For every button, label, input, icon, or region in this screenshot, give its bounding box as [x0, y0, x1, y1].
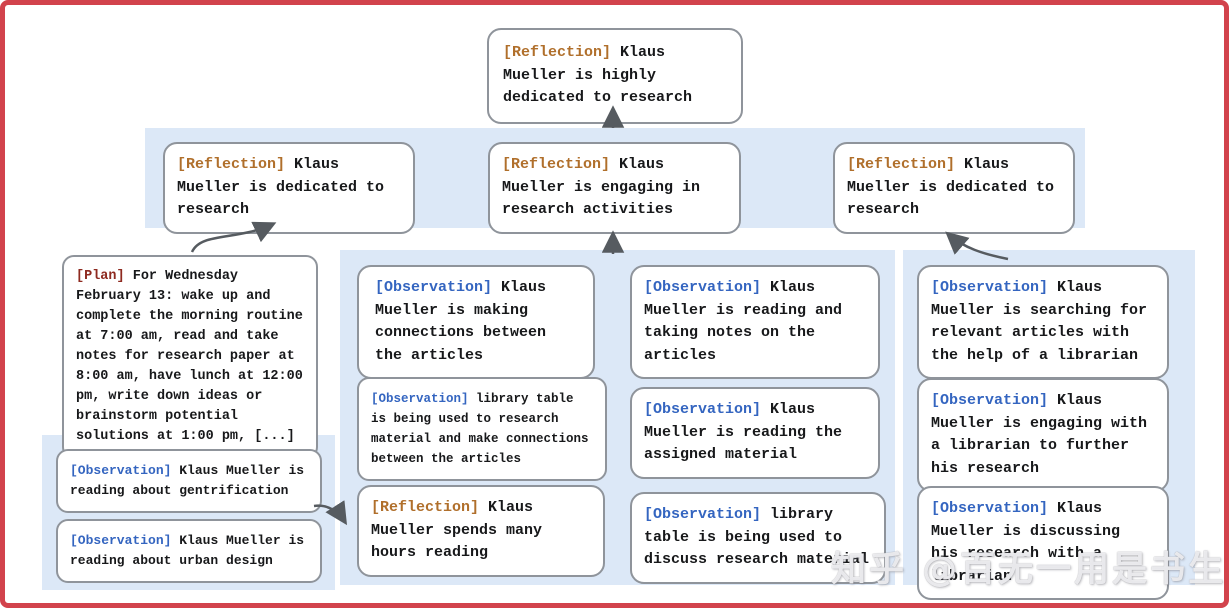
node-type-tag: [Observation]	[644, 506, 762, 523]
memory-node-obs-library-table-research: [Observation] library table is being use…	[357, 377, 607, 481]
memory-node-reflection-left: [Reflection] Klaus Mueller is dedicated …	[163, 142, 415, 234]
memory-node-obs-engaging-librarian: [Observation] Klaus Mueller is engaging …	[917, 378, 1169, 492]
memory-node-reflection-center: [Reflection] Klaus Mueller is engaging i…	[488, 142, 741, 234]
node-text: Klaus Mueller spends many hours reading	[371, 499, 543, 561]
node-type-tag: [Observation]	[931, 500, 1049, 517]
node-text: Klaus Mueller is reading the assigned ma…	[644, 401, 843, 463]
memory-node-obs-gentrification: [Observation] Klaus Mueller is reading a…	[56, 449, 322, 514]
node-type-tag: [Observation]	[70, 533, 172, 548]
node-text: library table is being used to discuss r…	[644, 506, 870, 568]
node-type-tag: [Observation]	[70, 463, 172, 478]
node-text: Klaus Mueller is dedicated to research	[177, 156, 385, 218]
node-type-tag: [Observation]	[375, 279, 493, 296]
node-type-tag: [Reflection]	[502, 156, 611, 173]
memory-node-obs-searching-articles: [Observation] Klaus Mueller is searching…	[917, 265, 1169, 379]
node-text: Klaus Mueller is reading and taking note…	[644, 279, 843, 364]
node-type-tag: [Observation]	[644, 279, 762, 296]
node-type-tag: [Observation]	[371, 392, 469, 406]
node-text: Klaus Mueller is highly dedicated to res…	[503, 44, 693, 106]
node-text: Klaus Mueller is reading about urban des…	[70, 533, 305, 569]
node-type-tag: [Plan]	[76, 269, 125, 284]
node-type-tag: [Observation]	[644, 401, 762, 418]
node-type-tag: [Observation]	[931, 279, 1049, 296]
node-text: Klaus Mueller is making connections betw…	[375, 279, 547, 364]
node-text: library table is being used to research …	[371, 392, 589, 466]
memory-node-obs-urban-design: [Observation] Klaus Mueller is reading a…	[56, 519, 322, 584]
memory-node-root-reflection: [Reflection] Klaus Mueller is highly ded…	[487, 28, 743, 124]
node-text: Klaus Mueller is searching for relevant …	[931, 279, 1148, 364]
node-type-tag: [Reflection]	[847, 156, 956, 173]
node-text: Klaus Mueller is reading about gentrific…	[70, 463, 305, 499]
memory-node-plan: [Plan] For Wednesday February 13: wake u…	[62, 255, 318, 459]
node-type-tag: [Reflection]	[371, 499, 480, 516]
node-type-tag: [Reflection]	[503, 44, 612, 61]
node-text: Klaus Mueller is engaging with a librari…	[931, 392, 1148, 477]
node-type-tag: [Observation]	[931, 392, 1049, 409]
memory-node-obs-taking-notes: [Observation] Klaus Mueller is reading a…	[630, 265, 880, 379]
memory-node-reflection-hours-reading: [Reflection] Klaus Mueller spends many h…	[357, 485, 605, 577]
node-text: Klaus Mueller is dedicated to research	[847, 156, 1055, 218]
memory-node-reflection-right: [Reflection] Klaus Mueller is dedicated …	[833, 142, 1075, 234]
memory-node-obs-connections: [Observation] Klaus Mueller is making co…	[357, 265, 595, 379]
memory-node-obs-assigned-material: [Observation] Klaus Mueller is reading t…	[630, 387, 880, 479]
memory-node-obs-discussing-research: [Observation] Klaus Mueller is discussin…	[917, 486, 1169, 600]
node-type-tag: [Reflection]	[177, 156, 286, 173]
node-text: Klaus Mueller is engaging in research ac…	[502, 156, 701, 218]
node-text: For Wednesday February 13: wake up and c…	[76, 269, 303, 444]
node-text: Klaus Mueller is discussing his research…	[931, 500, 1121, 585]
memory-node-obs-library-table-discuss: [Observation] library table is being use…	[630, 492, 886, 584]
